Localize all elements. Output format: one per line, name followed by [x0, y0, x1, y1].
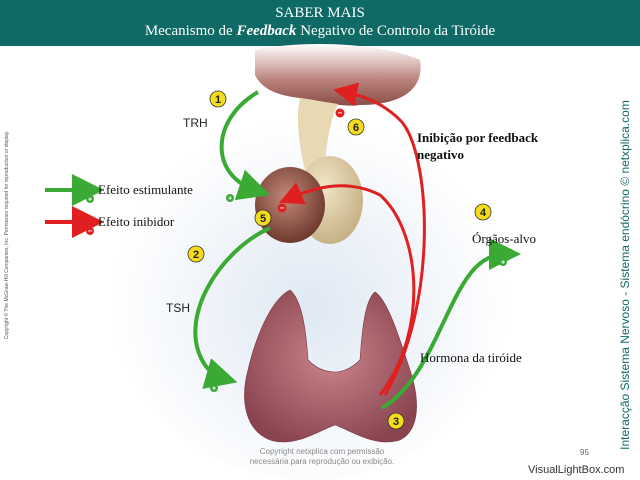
step-badge-6: 6	[347, 118, 365, 136]
target-organs-label: Órgãos-alvo	[472, 231, 536, 246]
inhibition-pituitary-arrow	[278, 182, 416, 396]
svg-text:+: +	[88, 197, 92, 204]
anterior-pituitary	[255, 167, 325, 243]
page-number: 95	[580, 448, 589, 457]
minus-icon	[86, 227, 94, 235]
svg-text:2: 2	[193, 249, 199, 261]
plus-icon	[210, 384, 218, 392]
svg-text:+: +	[212, 386, 216, 393]
hormone-to-targets-arrow	[380, 238, 521, 410]
svg-text:5: 5	[260, 213, 266, 225]
hypothalamus	[255, 44, 421, 106]
svg-text:−: −	[280, 204, 285, 213]
slide-subtitle: Mecanismo de Feedback Negativo de Contro…	[144, 23, 496, 39]
step-badge-1: 1	[209, 90, 227, 108]
thyroid-hormone-label: Hormona da tiróide	[420, 350, 522, 365]
svg-text:6: 6	[353, 122, 359, 134]
step-badge-3: 3	[387, 412, 405, 430]
pituitary-stalk	[297, 98, 338, 170]
trh-arrow	[219, 90, 271, 201]
svg-text:+: +	[228, 196, 232, 203]
tsh-arrow	[193, 226, 271, 389]
svg-text:−: −	[88, 227, 93, 236]
visuallightbox-credit: VisualLightBox.com	[528, 464, 625, 476]
plus-icon	[499, 258, 507, 266]
step-badge-2: 2	[187, 245, 205, 263]
inhibition-hypothalamus-arrow	[333, 82, 426, 396]
slide-header: SABER MAIS Mecanismo de Feedback Negativ…	[0, 0, 640, 46]
inhibition-label-line1: Inibição por feedback	[417, 130, 539, 145]
inhibition-label-line2: negativo	[417, 147, 464, 162]
plus-icon	[86, 195, 94, 203]
slide-title: SABER MAIS	[275, 5, 365, 21]
watermark: Copyright netxplica com permissão necess…	[249, 447, 395, 466]
step-badge-4: 4	[474, 203, 492, 221]
trh-label: TRH	[183, 116, 208, 130]
step-badge-5: 5	[254, 209, 272, 227]
legend-stimulating-label: Efeito estimulante	[98, 182, 193, 197]
svg-text:−: −	[338, 109, 343, 118]
minus-icon	[277, 203, 287, 213]
tsh-label: TSH	[166, 301, 190, 315]
svg-text:+: +	[501, 260, 505, 267]
minus-icon	[335, 108, 345, 118]
svg-text:3: 3	[393, 416, 399, 428]
svg-text:1: 1	[215, 94, 221, 106]
plus-icon	[226, 194, 234, 202]
legend-inhibiting-label: Efeito inibidor	[98, 214, 175, 229]
svg-text:4: 4	[480, 207, 487, 219]
